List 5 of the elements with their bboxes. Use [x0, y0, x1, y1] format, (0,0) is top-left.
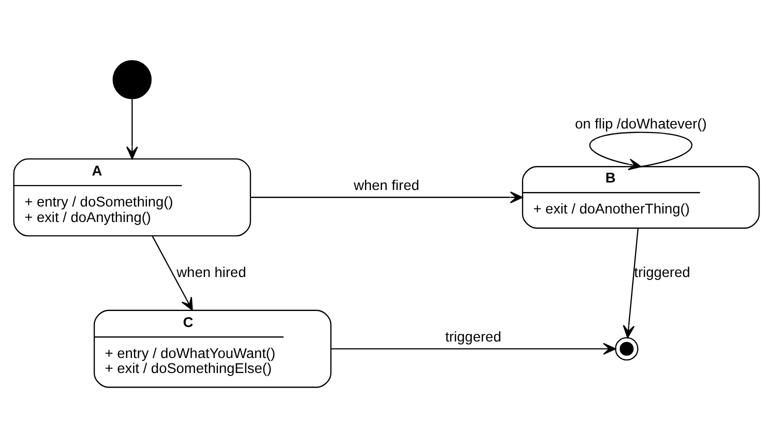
edge-label: triggered	[445, 328, 502, 345]
edge-label: when fired	[354, 177, 420, 194]
edge-label: triggered	[634, 264, 690, 280]
edge-label: when hired	[176, 264, 246, 280]
edge-label: on flip /doWhatever()	[575, 116, 707, 132]
